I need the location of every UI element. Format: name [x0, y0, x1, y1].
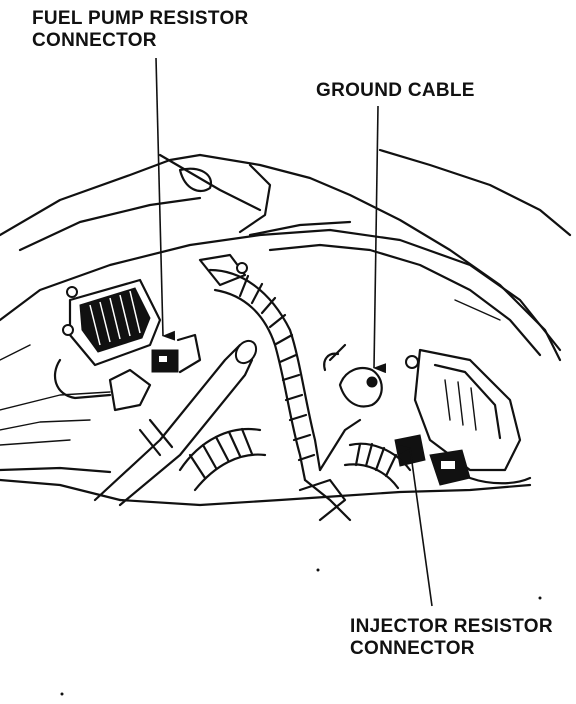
fuel-pump-resistor-connector-label: FUEL PUMP RESISTOR CONNECTOR	[32, 8, 249, 52]
ground-cable-label-line1: GROUND CABLE	[316, 80, 475, 101]
corrugated-hose-right	[298, 442, 412, 522]
injector-label-line2: CONNECTOR	[350, 638, 475, 659]
fuel-pump-label-line1: FUEL PUMP RESISTOR	[32, 8, 249, 29]
fuel-pump-resistor-connector	[151, 333, 202, 374]
injector-resistor-assembly	[394, 348, 532, 486]
wiring-harness	[198, 253, 362, 522]
leader-lines	[155, 57, 433, 607]
body-panels	[0, 148, 572, 507]
ground-cable-terminal	[323, 343, 419, 408]
fuel-pump-label-line2: CONNECTOR	[32, 30, 157, 51]
diagonal-hose	[93, 339, 258, 507]
fuel-pump-resistor-block	[53, 278, 162, 412]
ground-cable-label: GROUND CABLE	[316, 80, 475, 102]
injector-leader-line	[397, 444, 433, 607]
corrugated-hose-left	[178, 427, 267, 492]
injector-resistor-connector-label: INJECTOR RESISTOR CONNECTOR	[350, 616, 553, 660]
ground-cable-leader-line	[373, 105, 387, 374]
fuel-pump-leader-line	[155, 57, 176, 341]
injector-label-line1: INJECTOR RESISTOR	[350, 616, 553, 637]
specks	[60, 568, 542, 696]
